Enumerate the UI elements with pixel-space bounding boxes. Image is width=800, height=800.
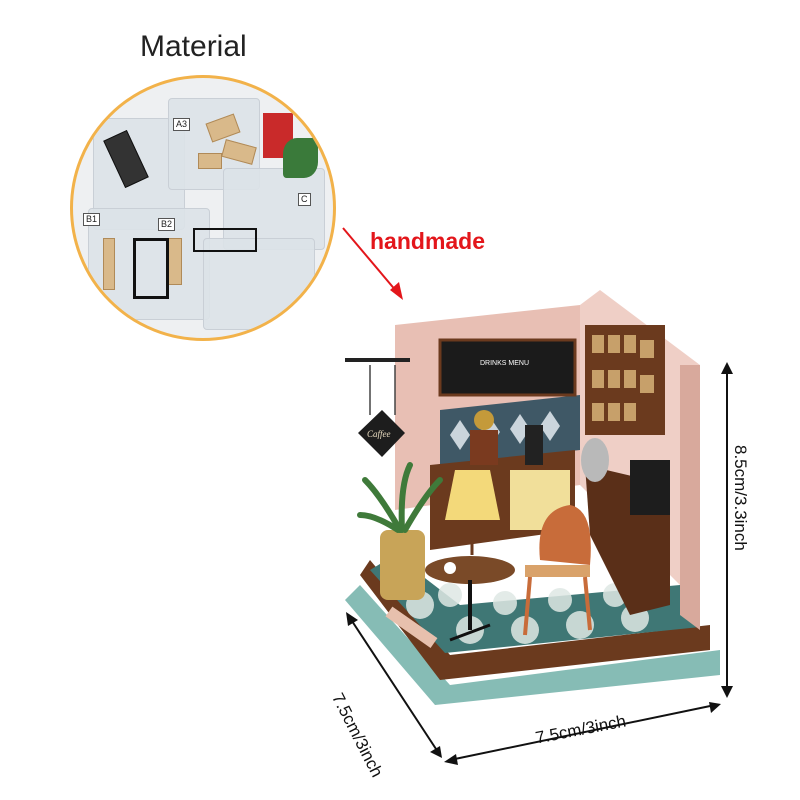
plant-pot	[380, 530, 425, 600]
wood-piece	[198, 153, 222, 169]
material-photo: A3 B1 B2 C	[70, 75, 336, 341]
handmade-label: handmade	[370, 228, 486, 254]
material-tag: A3	[173, 118, 191, 131]
black-frame-piece	[133, 238, 169, 299]
cafe-diorama: DRINKS MENU Caffee	[345, 290, 720, 705]
material-tag: C	[298, 193, 311, 206]
height-dimension-label: 8.5cm/3.3inch	[731, 445, 750, 551]
material-tag: B2	[158, 218, 176, 231]
width-arrow	[449, 704, 716, 761]
material-bag	[203, 238, 315, 330]
cafe-sign-text: Caffee	[367, 429, 391, 439]
lamp-shade	[445, 470, 500, 520]
arrow-icon	[342, 227, 403, 300]
depth-arrow	[349, 617, 439, 753]
material-tag: B1	[83, 213, 101, 226]
kettle	[581, 438, 609, 482]
dimension-arrows	[346, 362, 733, 765]
green-leaf-piece	[283, 138, 318, 178]
menu-board	[438, 338, 577, 397]
menu-board-text: DRINKS MENU	[480, 360, 529, 367]
chair	[539, 505, 591, 565]
material-title: Material	[140, 30, 247, 63]
jar	[525, 425, 543, 465]
black-frame-piece	[193, 228, 257, 252]
wood-piece	[103, 238, 115, 290]
wood-piece	[168, 238, 182, 285]
coffee-grinder	[470, 430, 498, 465]
floor	[370, 555, 700, 653]
coffee-machine	[630, 460, 670, 515]
wood-platform	[360, 560, 710, 680]
cafe-sign	[358, 410, 405, 457]
